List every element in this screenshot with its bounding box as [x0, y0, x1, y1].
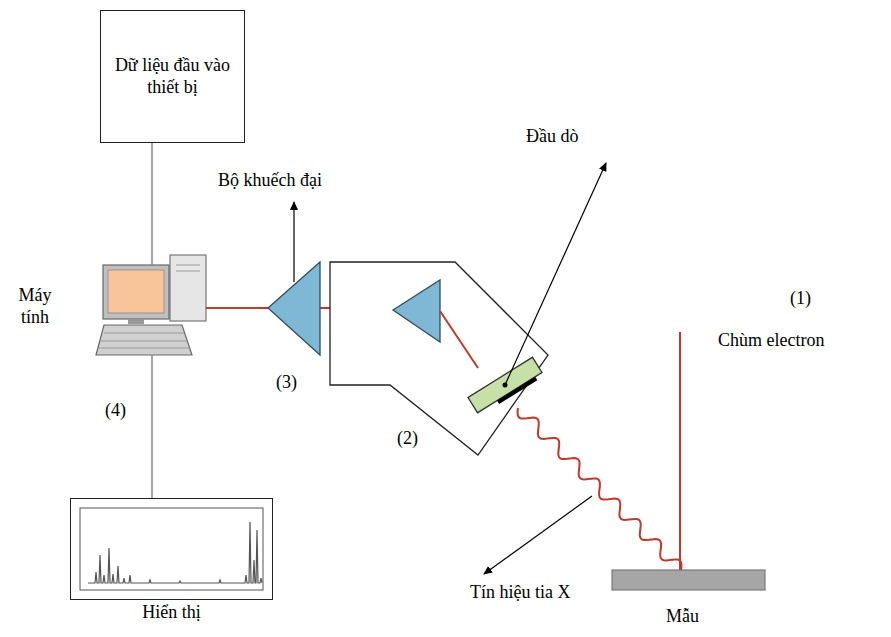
callout-number: (4) — [105, 400, 126, 422]
node-label: Dữ liệu đầu vào thiết bị — [111, 55, 234, 98]
leader-arrow — [293, 202, 294, 282]
electron-beam — [679, 332, 681, 570]
part-label: Chùm electron — [718, 330, 824, 352]
computer-node: Máy tính — [5, 265, 210, 355]
callout-number: (2) — [397, 428, 418, 450]
detector-housing — [330, 262, 548, 455]
node-label: Hiển thị — [71, 602, 272, 624]
input-data-box: Dữ liệu đầu vào thiết bị — [100, 10, 245, 143]
callout-number: (1) — [790, 288, 811, 310]
preamplifier-symbol — [393, 280, 440, 342]
spectrum-plot — [88, 522, 262, 583]
signal-wire — [440, 311, 478, 368]
part-label: Bộ khuếch đại — [218, 170, 322, 192]
part-label: Đầu dò — [526, 126, 579, 148]
part-label: Mẫu — [666, 606, 699, 628]
computer-icon — [96, 255, 206, 355]
detector-crystal — [468, 357, 543, 414]
display-box: Hiển thị — [70, 498, 273, 600]
x-ray-wave — [518, 408, 682, 570]
sample — [612, 570, 765, 590]
callout-number: (3) — [276, 372, 297, 394]
connector-line — [151, 143, 153, 265]
leader-arrow — [505, 163, 606, 385]
display-screen — [80, 508, 263, 590]
signal-label: Tín hiệu tia X — [470, 582, 570, 604]
leader-arrow — [484, 496, 592, 574]
signal-wire — [206, 307, 268, 309]
node-label: Máy tính — [5, 285, 65, 328]
connector-line — [151, 355, 153, 498]
